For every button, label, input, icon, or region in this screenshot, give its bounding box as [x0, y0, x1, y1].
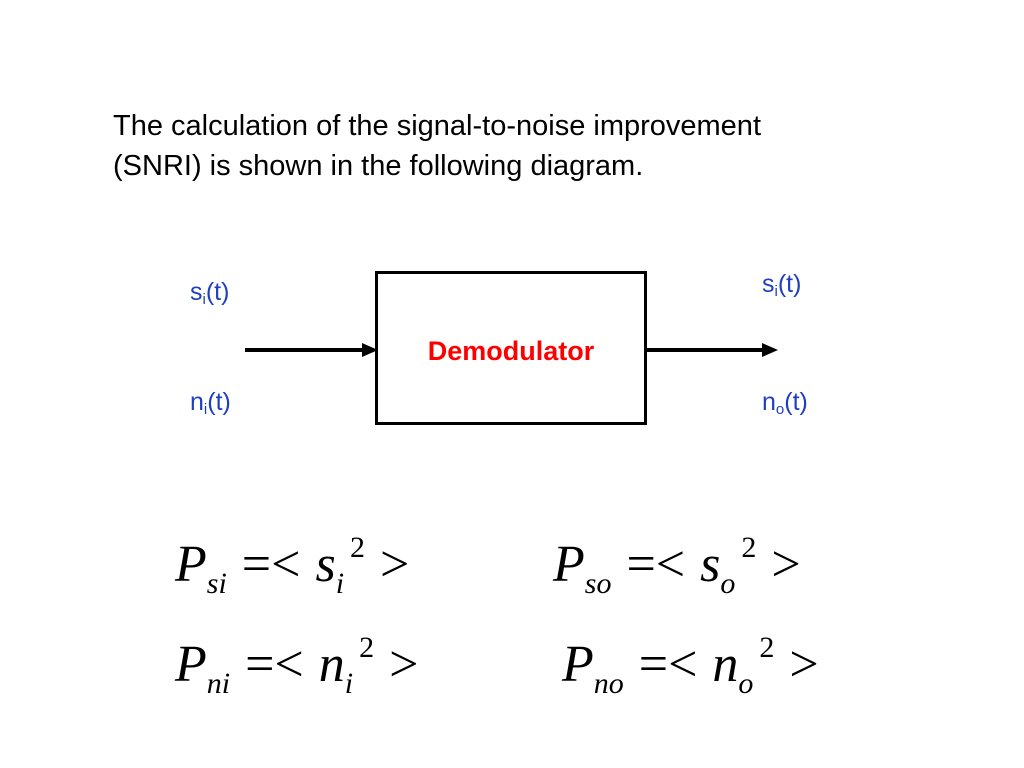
- demodulator-block: Demodulator: [375, 271, 647, 425]
- equation-pni: Pni =< ni2 >: [175, 631, 419, 700]
- equation-psi: Psi =< si2 >: [175, 531, 410, 600]
- output-noise-label: no(t): [762, 388, 808, 418]
- input-arrow: [245, 343, 378, 357]
- output-arrow: [645, 343, 778, 357]
- intro-line-2: (SNRI) is shown in the following diagram…: [113, 150, 644, 182]
- input-noise-label: ni(t): [190, 388, 231, 418]
- intro-line-1: The calculation of the signal-to-noise i…: [113, 110, 761, 142]
- demodulator-label: Demodulator: [427, 336, 595, 366]
- output-signal-label: si(t): [762, 270, 802, 300]
- intro-text: The calculation of the signal-to-noise i…: [113, 106, 933, 186]
- equation-pno: Pno =< no2 >: [562, 631, 819, 700]
- input-signal-label: si(t): [190, 278, 230, 308]
- equation-pso: Pso =< so2 >: [553, 531, 801, 600]
